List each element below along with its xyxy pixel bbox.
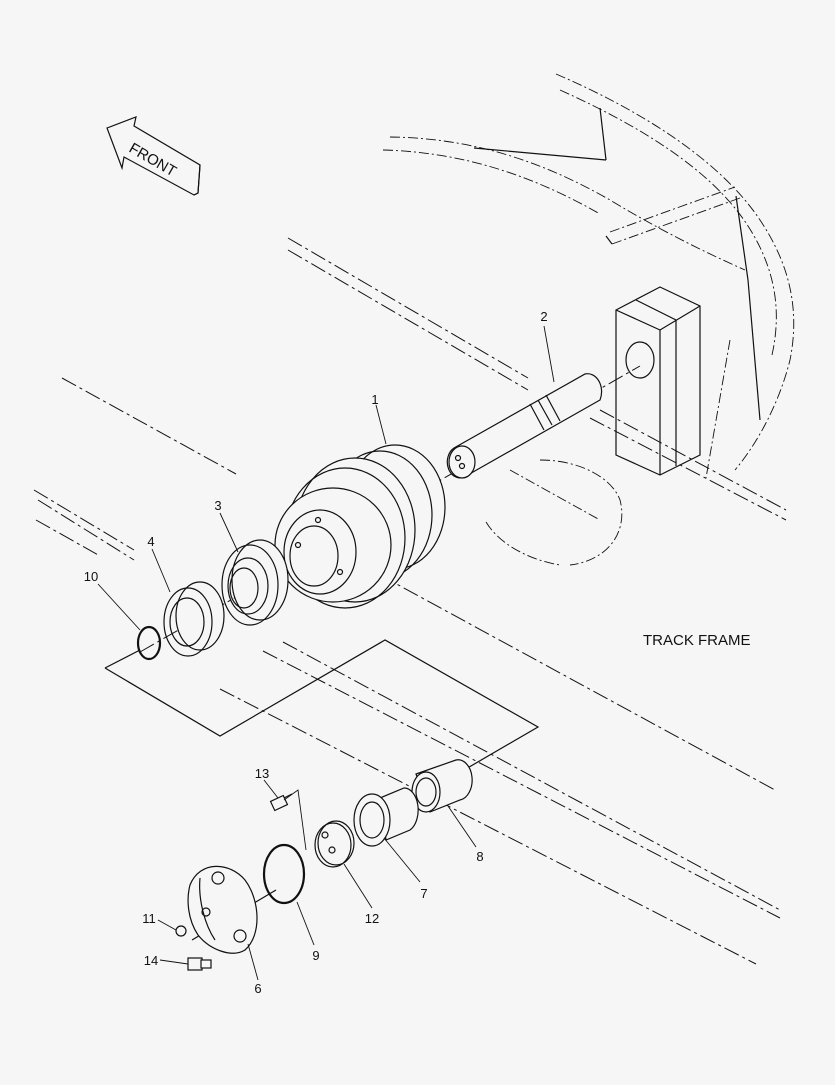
callout-7: 7 xyxy=(420,886,427,901)
callout-11: 11 xyxy=(142,911,156,926)
callout-10: 10 xyxy=(84,569,98,584)
track-frame-outline xyxy=(33,73,795,965)
callout-14: 14 xyxy=(144,953,158,968)
flanged-bushing-part xyxy=(353,787,419,847)
thrust-plate-part xyxy=(314,820,355,868)
collar-part xyxy=(163,581,225,657)
plug-part xyxy=(175,925,187,937)
end-cap-part xyxy=(187,865,258,954)
small-screw-part xyxy=(269,793,293,812)
seal-part xyxy=(221,539,289,626)
callout-3: 3 xyxy=(214,498,221,513)
track-roller-part xyxy=(274,444,446,609)
large-o-ring-part xyxy=(262,843,306,905)
callout-labels: 2 1 3 4 10 13 8 7 12 11 9 14 6 xyxy=(84,309,548,996)
track-frame-label: TRACK FRAME xyxy=(643,632,751,649)
screw-13-path xyxy=(283,789,307,851)
callout-13: 13 xyxy=(255,766,269,781)
bolt-part xyxy=(187,957,212,971)
kit-bracket-line xyxy=(104,639,540,785)
callout-8: 8 xyxy=(476,849,483,864)
callout-6: 6 xyxy=(254,981,261,996)
leader-lines xyxy=(97,325,555,981)
bushing-part xyxy=(411,759,473,813)
callout-1: 1 xyxy=(371,392,378,407)
callout-9: 9 xyxy=(312,948,319,963)
front-arrow-icon: FRONT xyxy=(106,116,201,196)
callout-2: 2 xyxy=(540,309,547,324)
shaft-part xyxy=(446,373,603,479)
callout-12: 12 xyxy=(365,911,379,926)
callout-4: 4 xyxy=(147,534,154,549)
kit-bracket-tip xyxy=(104,649,141,669)
o-ring-part xyxy=(136,625,162,661)
